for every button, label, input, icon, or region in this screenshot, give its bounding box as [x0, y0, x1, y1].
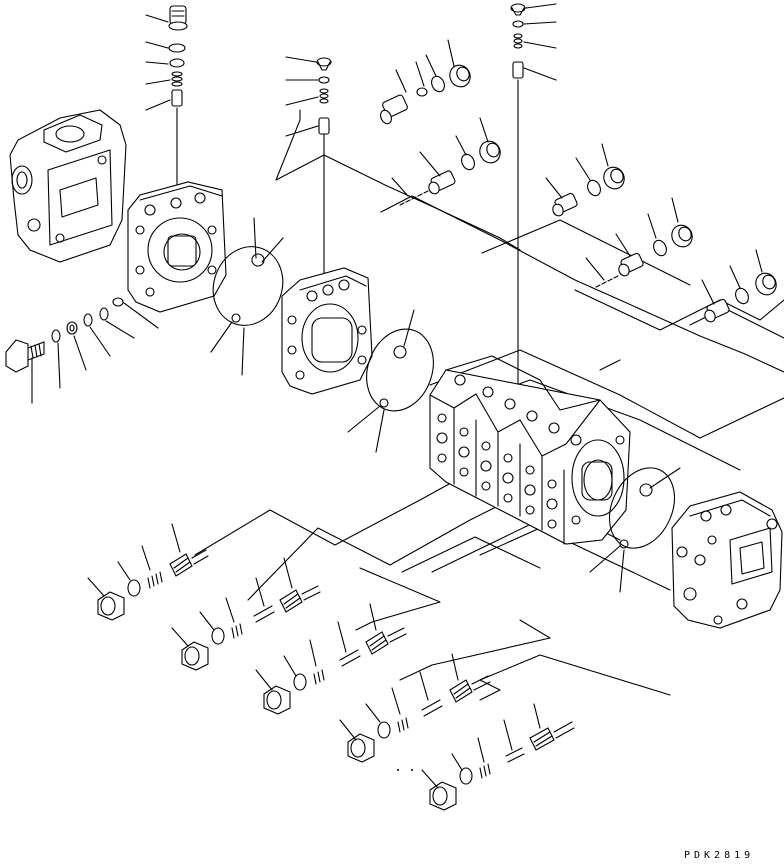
- spool-assembly-2: [171, 557, 321, 671]
- rear-cover-housing: [9, 109, 127, 263]
- plug-group-2: [391, 117, 501, 206]
- check-valve-right: [510, 3, 557, 81]
- check-valve-top: [285, 56, 332, 137]
- end-section-block: [127, 181, 227, 313]
- outlet-cover-housing: [671, 491, 783, 629]
- drawing-code-label: PDK2819: [684, 850, 755, 861]
- bolt-left: [5, 297, 159, 404]
- spool-assembly-3: [255, 603, 407, 715]
- main-valve-stack: [429, 355, 631, 545]
- gasket-middle: [347, 309, 434, 453]
- gasket-left: [210, 217, 284, 376]
- spool-assembly-4: [339, 653, 491, 763]
- plug-group-1: [380, 39, 471, 125]
- gasket-right: [589, 467, 681, 593]
- plug-group-5: [701, 249, 777, 323]
- inlet-section-block: [281, 267, 373, 395]
- spool-assembly-1: [87, 523, 209, 621]
- plug-group-3: [545, 143, 625, 217]
- stray-mark: [397, 769, 399, 771]
- spool-assembly-5: [421, 703, 575, 811]
- stray-mark: [411, 769, 413, 771]
- relief-valve-top: [145, 5, 188, 111]
- plug-group-4: [585, 197, 693, 288]
